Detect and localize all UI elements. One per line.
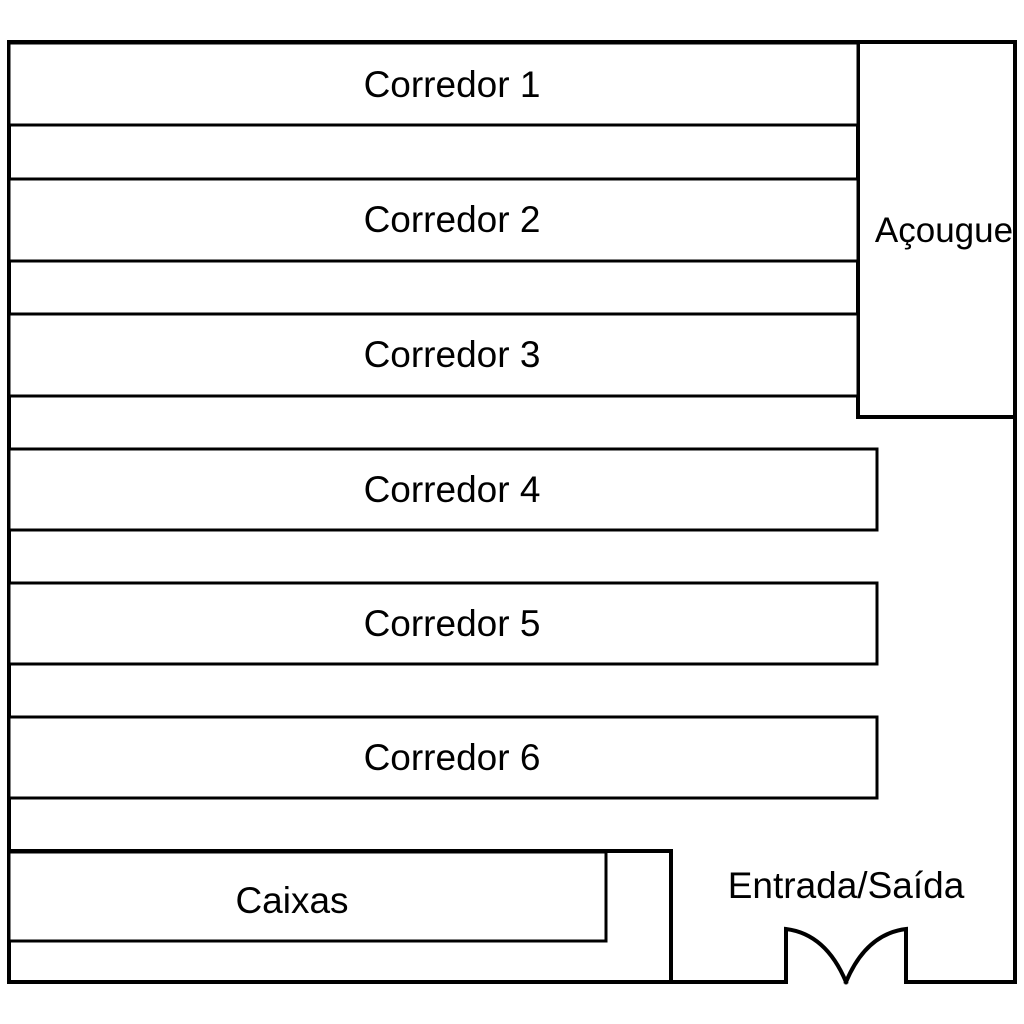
aisle-1-label: Corredor 1 bbox=[364, 64, 541, 105]
aisle-3: Corredor 3 bbox=[7, 312, 860, 398]
aisle-5: Corredor 5 bbox=[7, 581, 879, 666]
aisle-2: Corredor 2 bbox=[7, 177, 860, 263]
aisle-3-label: Corredor 3 bbox=[364, 334, 541, 375]
butcher-label: Açougue bbox=[875, 211, 1013, 250]
aisle-4: Corredor 4 bbox=[7, 447, 879, 532]
aisle-5-label: Corredor 5 bbox=[364, 603, 541, 644]
checkout-label: Caixas bbox=[235, 880, 348, 921]
aisle-2-label: Corredor 2 bbox=[364, 199, 541, 240]
entrance-door-icon bbox=[784, 926, 908, 987]
checkout-counter bbox=[7, 850, 608, 943]
aisle-6-label: Corredor 6 bbox=[364, 737, 541, 778]
entrance-label: Entrada/Saída bbox=[728, 865, 965, 906]
aisle-4-label: Corredor 4 bbox=[364, 469, 541, 510]
aisle-1: Corredor 1 bbox=[7, 41, 860, 127]
aisle-6: Corredor 6 bbox=[7, 715, 879, 800]
